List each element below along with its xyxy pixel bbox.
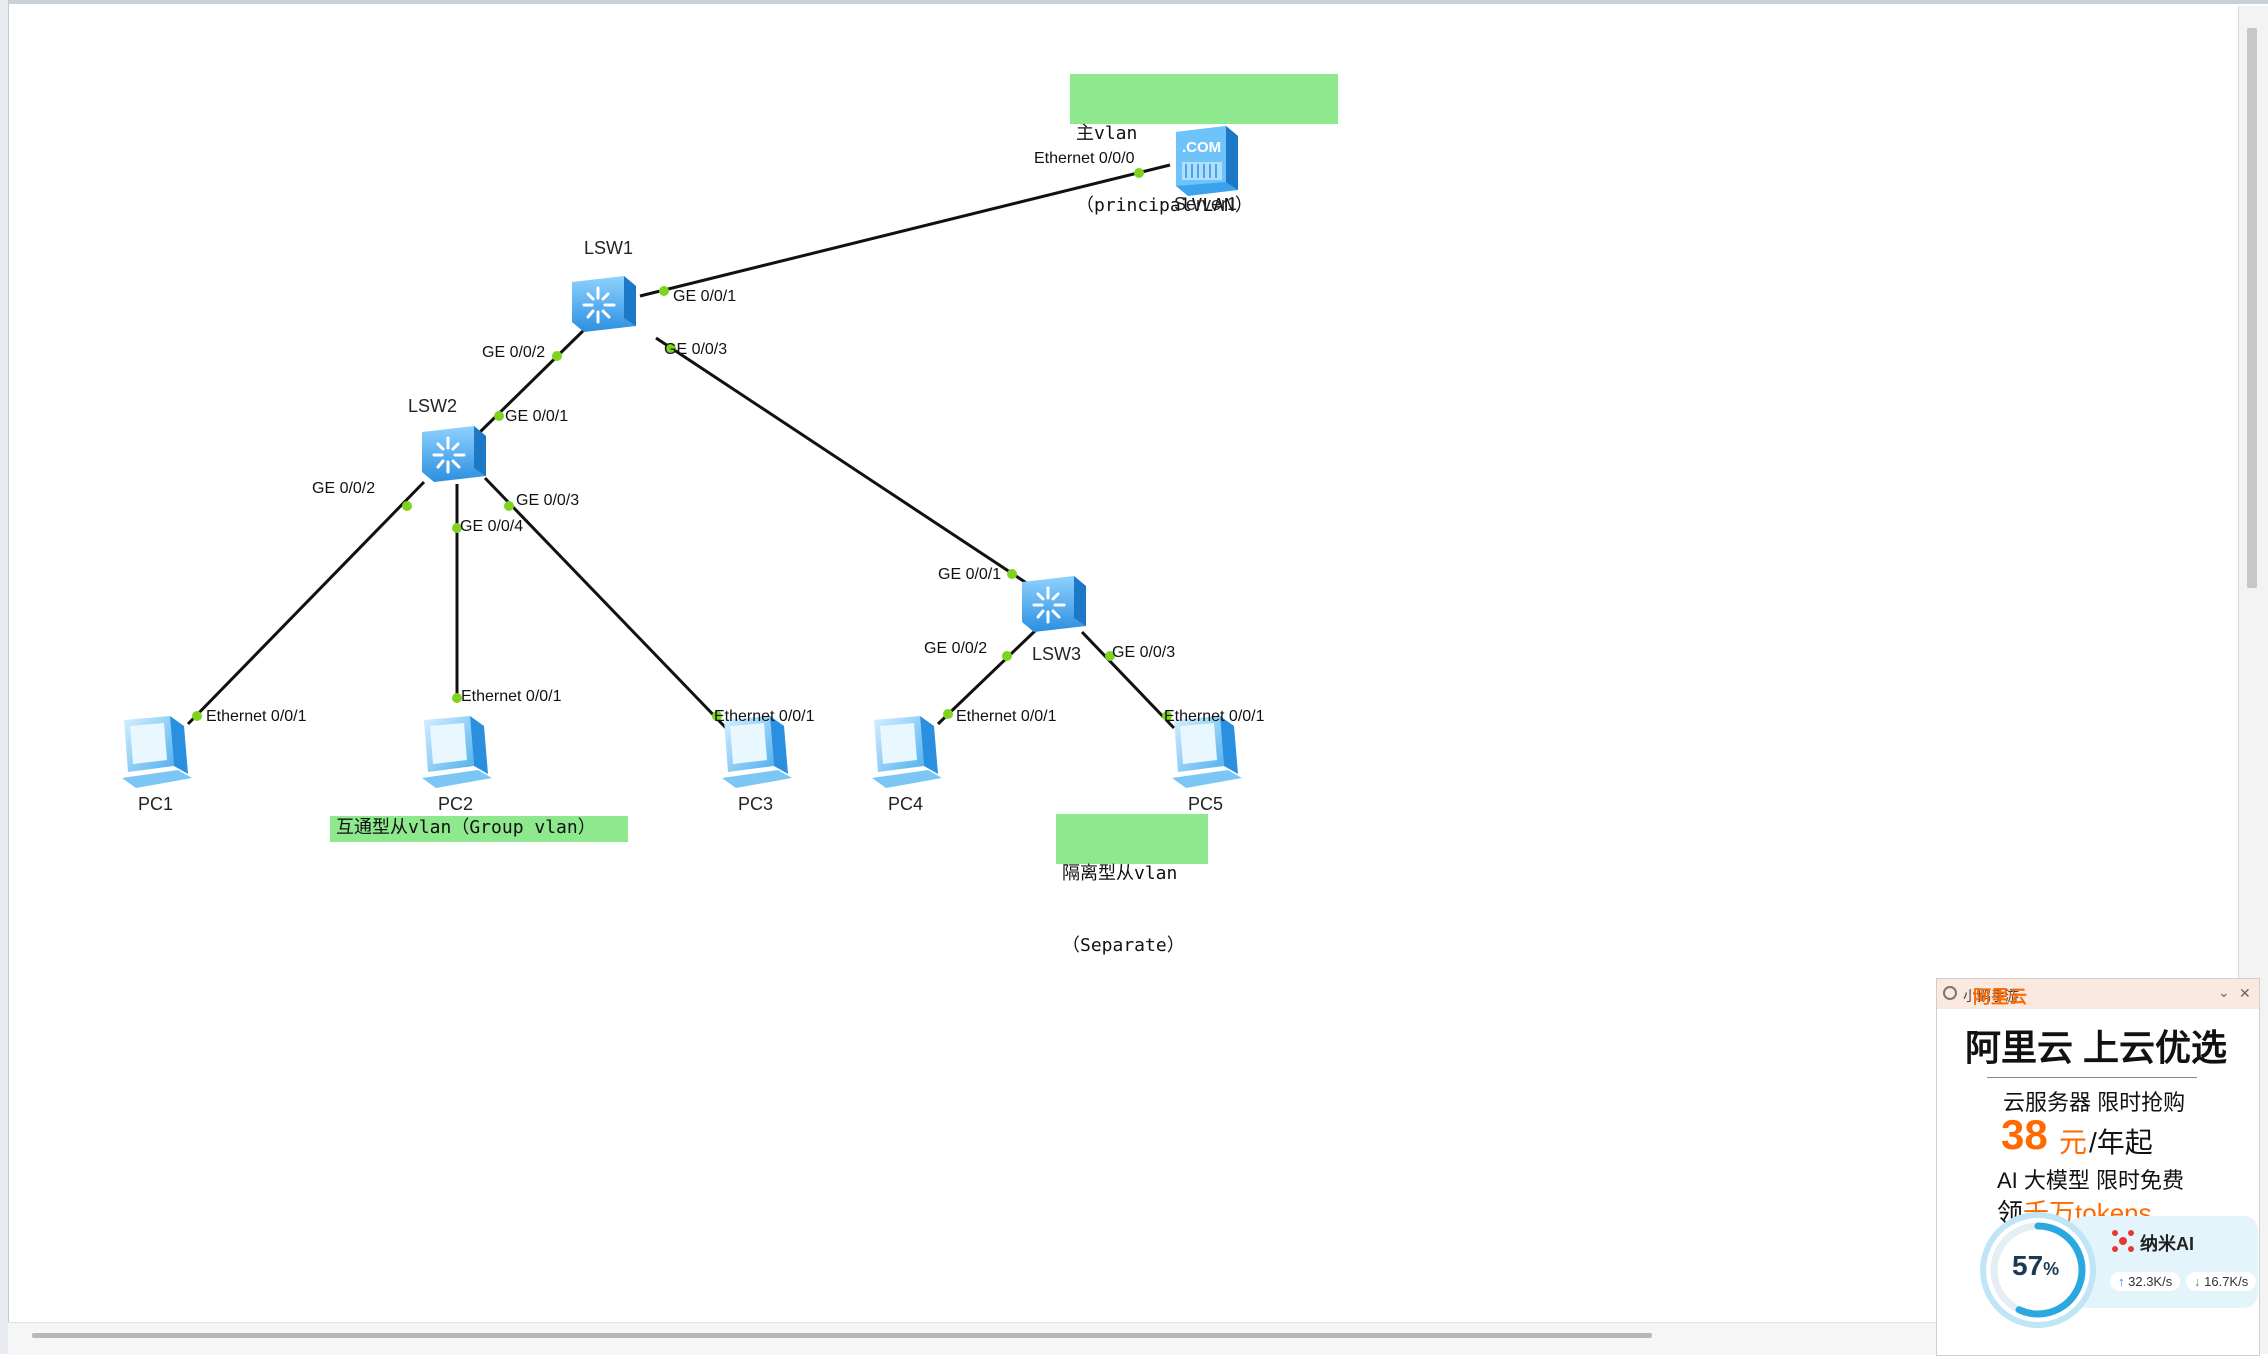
port-dot: [452, 693, 462, 703]
network-widget[interactable]: 纳米AI ↑ 32.3K/s ↓ 16.7K/s: [2050, 1216, 2258, 1308]
note-group-vlan[interactable]: 互通型从vlan（Group vlan）: [330, 816, 628, 842]
link-lsw2-pc1[interactable]: [186, 480, 426, 726]
ad-price: 38: [2001, 1111, 2048, 1158]
note-principal-line2: （principalVLAN）: [1076, 195, 1253, 216]
download-speed: ↓ 16.7K/s: [2186, 1272, 2257, 1291]
port-dot: [1105, 651, 1115, 661]
window-left-border: [0, 0, 9, 1354]
port-dot: [1007, 569, 1017, 579]
port-dot: [659, 286, 669, 296]
port-dot: [1002, 651, 1012, 661]
label-lsw3: LSW3: [1032, 644, 1082, 664]
link-lsw3-pc5[interactable]: [1080, 630, 1176, 730]
ad-header-text: 小鹅手游: [1963, 988, 2019, 1004]
usage-gauge[interactable]: 57%: [1986, 1218, 2090, 1322]
link-lsw1-lsw3[interactable]: [655, 336, 1029, 586]
port-label-server-eth: Ethernet 0/0/0: [1034, 150, 1135, 167]
port-dot: [943, 709, 953, 719]
ad-title: 阿里云 上云优选: [1965, 1027, 2228, 1068]
gauge-number: 57: [2012, 1250, 2044, 1281]
server-com-badge: .COM: [1182, 139, 1221, 156]
port-label-pc1-eth: Ethernet 0/0/1: [206, 708, 307, 725]
widget-app-name: 纳米AI: [2140, 1234, 2194, 1254]
port-dot: [666, 343, 676, 353]
pc4-icon[interactable]: [872, 716, 942, 788]
port-dot: [494, 411, 504, 421]
link-lsw1-server1[interactable]: [639, 163, 1171, 298]
close-icon[interactable]: ✕: [2239, 985, 2251, 1001]
port-label-lsw2-ge1: GE 0/0/1: [505, 408, 569, 425]
ad-header: 小鹅手游 阿里云 ⌄ ✕: [1937, 979, 2259, 1009]
nami-ai-logo-icon: [2112, 1230, 2134, 1252]
window-top-border: [0, 0, 2268, 4]
port-dot: [402, 501, 412, 511]
ad-divider: [1987, 1077, 2197, 1078]
ad-brand-logo: 阿里云: [1973, 987, 2027, 1007]
download-speed-value: 16.7K/s: [2204, 1274, 2249, 1289]
gauge-percent-sign: %: [2043, 1259, 2060, 1279]
port-dot: [552, 351, 562, 361]
label-server1: Server1: [1174, 194, 1238, 214]
lsw1-icon[interactable]: [572, 276, 636, 332]
port-label-pc5-eth: Ethernet 0/0/1: [1164, 708, 1265, 725]
horizontal-scrollbar[interactable]: [8, 1322, 2238, 1355]
chevron-down-icon[interactable]: ⌄: [2218, 984, 2230, 1000]
label-lsw1: LSW1: [584, 238, 634, 258]
port-dot: [1134, 168, 1144, 178]
pc3-icon[interactable]: [722, 716, 792, 788]
port-label-lsw2-ge2: GE 0/0/2: [312, 480, 376, 497]
arrow-up-icon: ↑: [2118, 1274, 2125, 1289]
port-label-lsw3-ge1: GE 0/0/1: [938, 566, 1002, 583]
port-dot: [192, 711, 202, 721]
port-label-lsw1-ge2: GE 0/0/2: [482, 344, 546, 361]
port-dot: [452, 523, 462, 533]
upload-speed: ↑ 32.3K/s: [2110, 1272, 2181, 1291]
ad-line1: 云服务器 限时抢购: [2003, 1090, 2186, 1115]
port-label-lsw2-ge3: GE 0/0/3: [516, 492, 580, 509]
gauge-ring: [1990, 1222, 2086, 1318]
link-lsw3-pc4[interactable]: [936, 628, 1038, 726]
horizontal-scroll-thumb[interactable]: [32, 1333, 1652, 1338]
label-pc5: PC5: [1188, 794, 1224, 814]
label-pc2: PC2: [438, 794, 474, 814]
note-principal-line1: 主vlan: [1076, 123, 1138, 144]
ad-line2: AI 大模型 限时免费: [1997, 1168, 2185, 1193]
note-separate-line1: 隔离型从vlan: [1062, 863, 1178, 884]
port-label-lsw2-ge4: GE 0/0/4: [460, 518, 524, 535]
arrow-down-icon: ↓: [2194, 1274, 2201, 1289]
port-label-lsw1-ge1: GE 0/0/1: [673, 288, 737, 305]
port-label-lsw1-ge3: GE 0/0/3: [664, 341, 728, 358]
pc2-icon[interactable]: [422, 716, 492, 788]
port-dot: [712, 711, 722, 721]
gauge-value: 57%: [2012, 1250, 2059, 1282]
label-pc1: PC1: [138, 794, 174, 814]
port-dot: [504, 501, 514, 511]
note-separate-line2: （Separate）: [1062, 935, 1185, 956]
upload-speed-value: 32.3K/s: [2128, 1274, 2173, 1289]
label-pc4: PC4: [888, 794, 924, 814]
port-label-pc4-eth: Ethernet 0/0/1: [956, 708, 1057, 725]
pc5-icon[interactable]: [1172, 716, 1242, 788]
port-label-pc2-eth: Ethernet 0/0/1: [461, 688, 562, 705]
ad-app-icon: [1943, 986, 1957, 1000]
port-label-lsw3-ge2: GE 0/0/2: [924, 640, 988, 657]
note-principal-vlan[interactable]: 主vlan （principalVLAN）: [1070, 74, 1338, 216]
pc1-icon[interactable]: [122, 716, 192, 788]
lsw3-icon[interactable]: [1022, 576, 1086, 632]
link-lsw2-pc3[interactable]: [483, 476, 728, 730]
port-label-lsw3-ge3: GE 0/0/3: [1112, 644, 1176, 661]
server1-icon[interactable]: .COM: [1176, 126, 1238, 196]
label-pc3: PC3: [738, 794, 774, 814]
ad-price-suffix: /年起: [2089, 1127, 2153, 1158]
vertical-scroll-thumb[interactable]: [2247, 28, 2257, 588]
lsw2-icon[interactable]: [422, 426, 486, 482]
label-lsw2: LSW2: [408, 396, 458, 416]
ad-price-unit: 元: [2059, 1127, 2088, 1158]
port-label-pc3-eth: Ethernet 0/0/1: [714, 708, 815, 725]
port-dot: [1162, 711, 1172, 721]
note-separate-vlan[interactable]: 隔离型从vlan （Separate）: [1056, 814, 1208, 956]
